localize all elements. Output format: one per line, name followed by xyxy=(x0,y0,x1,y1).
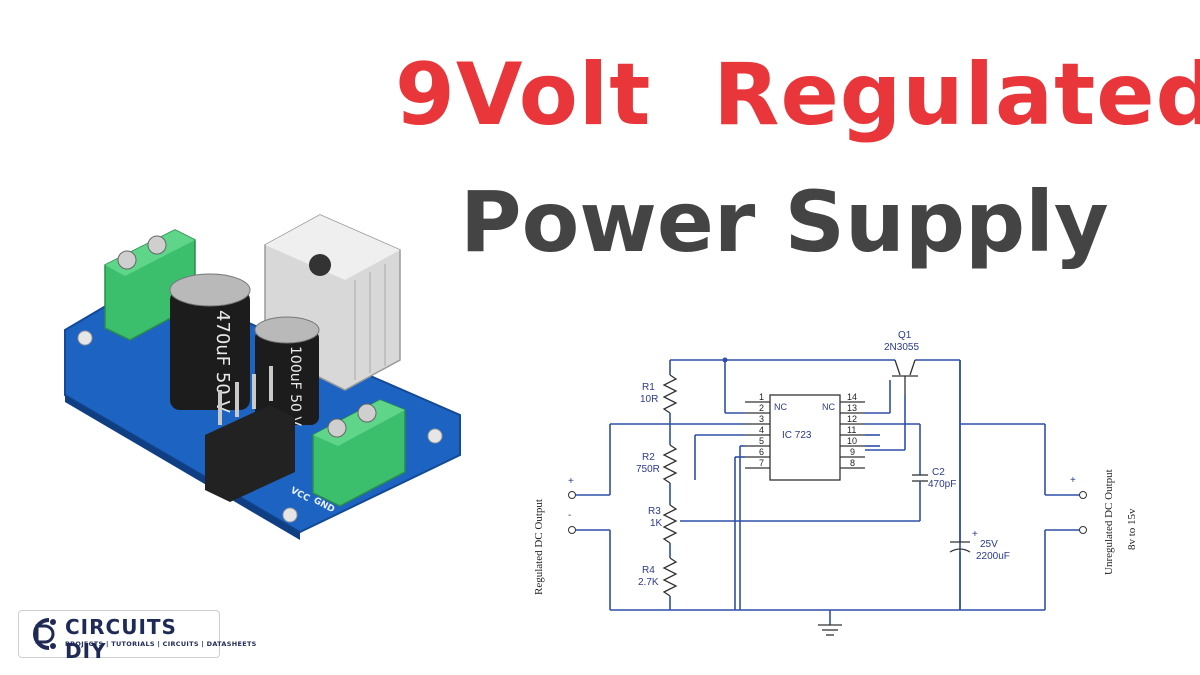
input-label: Unregulated DC Output xyxy=(1103,469,1115,575)
svg-text:3: 3 xyxy=(759,414,764,424)
capacitor-small: 100uF 50 V xyxy=(254,316,320,426)
output-minus: - xyxy=(568,510,571,521)
cap-main-plus: + xyxy=(972,529,978,540)
svg-text:5: 5 xyxy=(759,436,764,446)
title-line-2: Power Supply xyxy=(460,173,1109,271)
svg-text:11: 11 xyxy=(847,425,856,435)
ic-nc-left: NC xyxy=(774,402,787,412)
ic-nc-right: NC xyxy=(822,402,835,412)
svg-text:4: 4 xyxy=(759,425,764,435)
cd-circuit-logo-icon xyxy=(33,618,56,650)
transistor-q1 xyxy=(892,359,918,395)
cap-main-value: 2200uF xyxy=(976,551,1010,562)
c2-value: 470pF xyxy=(928,479,956,490)
svg-text:13: 13 xyxy=(847,403,857,413)
r1-ref: R1 xyxy=(642,382,655,393)
capacitor-large: 470uF 50 V xyxy=(169,273,251,413)
svg-text:9: 9 xyxy=(850,447,855,457)
resistor-r1 xyxy=(662,374,678,414)
input-range: 8v to 15v xyxy=(1126,508,1138,550)
svg-text:14: 14 xyxy=(847,392,857,402)
ic-right-pins: 14 13 12 11 10 9 8 xyxy=(840,392,865,469)
regulator-module-image: 470uF 50 V 100uF 50 V VCC GND xyxy=(64,214,461,540)
logo-name: CIRCUITS DIY xyxy=(65,615,177,663)
output-plus: + xyxy=(568,476,574,487)
svg-text:2: 2 xyxy=(759,403,764,413)
c2-ref: C2 xyxy=(932,467,945,478)
output-label: Regulated DC Output xyxy=(533,499,545,595)
cap-main-voltage: 25V xyxy=(980,539,998,550)
r3-value: 1K xyxy=(650,518,663,529)
svg-text:12: 12 xyxy=(847,414,857,424)
title-line-1: 9Volt Regulated xyxy=(395,45,1200,145)
svg-text:7: 7 xyxy=(759,458,764,468)
capacitor-large-label: 470uF 50 V xyxy=(212,310,233,413)
logo-tagline: PROJECTS | TUTORIALS | CIRCUITS | DATASH… xyxy=(65,640,257,648)
svg-text:1: 1 xyxy=(759,392,764,402)
svg-text:10: 10 xyxy=(847,436,857,446)
resistor-r3 xyxy=(662,504,678,544)
ic-label: IC 723 xyxy=(782,430,812,441)
r4-ref: R4 xyxy=(642,565,655,576)
terminal-block-output xyxy=(312,399,406,507)
r3-ref: R3 xyxy=(648,506,661,517)
input-plus: + xyxy=(1070,475,1076,486)
q1-part: 2N3055 xyxy=(884,342,919,353)
ic-723 xyxy=(769,394,841,481)
circuit-schematic: Q1 2N3055 R1 10R R2 750R R3 1K R4 2.7K I… xyxy=(533,330,1138,636)
svg-text:8: 8 xyxy=(850,458,855,468)
ic-left-pins: 1 2 3 4 5 6 7 xyxy=(745,392,770,469)
r2-ref: R2 xyxy=(642,452,655,463)
capacitor-small-label: 100uF 50 V xyxy=(287,346,303,426)
svg-text:6: 6 xyxy=(759,447,764,457)
r4-value: 2.7K xyxy=(638,577,659,588)
circuits-diy-logo[interactable]: CIRCUITS DIY PROJECTS | TUTORIALS | CIRC… xyxy=(18,610,256,663)
q1-ref: Q1 xyxy=(898,330,912,341)
resistor-r2 xyxy=(662,444,678,484)
r1-value: 10R xyxy=(640,394,658,405)
r2-value: 750R xyxy=(636,464,660,475)
pin-header xyxy=(205,366,295,502)
resistor-r4 xyxy=(662,557,678,597)
